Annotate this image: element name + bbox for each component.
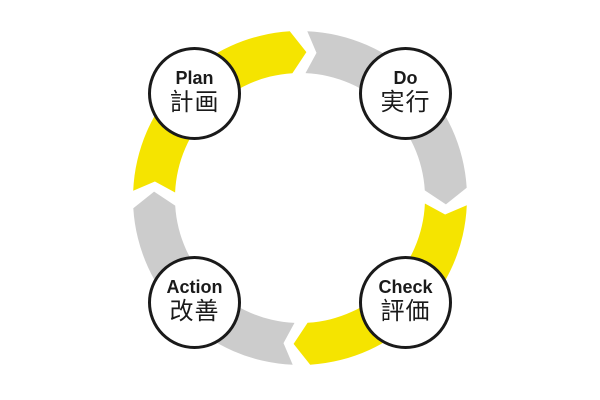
node-check-en-label: Check	[378, 277, 433, 298]
arrow-do-to-check	[305, 31, 467, 205]
node-plan-en-label: Plan	[175, 68, 214, 89]
arrow-action-to-plan	[133, 191, 295, 365]
node-do: Do 実行	[359, 47, 452, 140]
node-action-en-label: Action	[166, 277, 223, 298]
node-do-ja-label: 実行	[380, 89, 431, 116]
arrow-check-to-action	[293, 203, 467, 365]
node-plan: Plan 計画	[148, 47, 241, 140]
arrow-plan-to-do	[133, 31, 307, 193]
node-check: Check 評価	[359, 256, 452, 349]
node-plan-ja-label: 計画	[169, 89, 220, 116]
node-action-ja-label: 改善	[169, 298, 220, 325]
node-action: Action 改善	[148, 256, 241, 349]
node-do-en-label: Do	[393, 68, 418, 89]
node-check-ja-label: 評価	[380, 298, 431, 325]
